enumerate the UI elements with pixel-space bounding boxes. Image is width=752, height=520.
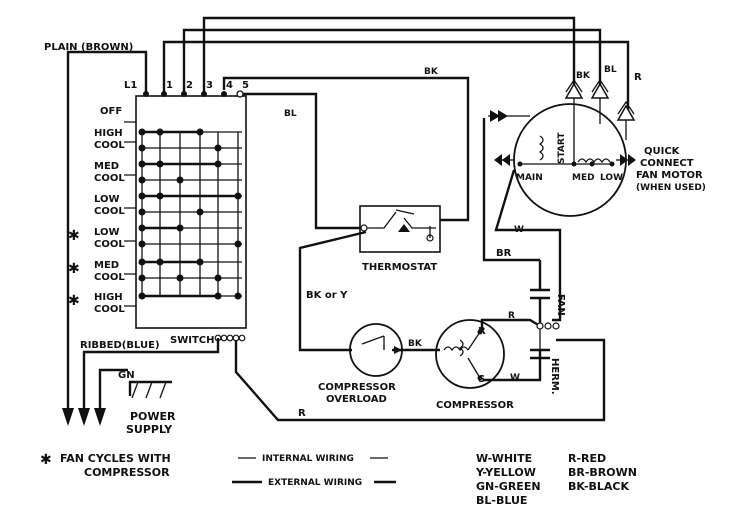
switch-bottom-terminals: [214, 334, 246, 342]
fan-motor: [488, 78, 636, 217]
wire-bk-top-label: BK: [424, 67, 439, 77]
w-fan-wire: [494, 169, 562, 322]
position-high-cool-star-line1: HIGH: [94, 292, 123, 303]
thermostat-label: THERMOSTAT: [362, 262, 437, 273]
position-med-cool-star-line2: COOL: [94, 272, 125, 283]
switch-position-labels: OFF HIGH COOL MED COOL LOW COOL LOW COOL…: [68, 106, 136, 315]
ground-label: GN: [118, 370, 135, 381]
legend-color-black: BK-BLACK: [568, 480, 629, 493]
ground-symbol: [128, 380, 172, 399]
fan-r-label: R: [634, 72, 642, 83]
terminal-3-label: 3: [206, 80, 213, 91]
legend-color-blue: BL-BLUE: [476, 494, 527, 507]
legend-color-green: GN-GREEN: [476, 480, 541, 493]
compressor-overload-label-2: OVERLOAD: [326, 394, 387, 405]
terminal-4-label: 4: [226, 80, 233, 91]
wire-r-cap-label: R: [508, 311, 515, 321]
wire-br-label: BR: [496, 248, 512, 259]
position-off-label: OFF: [100, 106, 122, 117]
switch-label: SWITCH: [170, 335, 214, 346]
legend-color-brown: BR-BROWN: [568, 466, 637, 479]
fan-bk-label: BK: [576, 71, 591, 81]
position-low-cool-line1: LOW: [94, 194, 120, 205]
terminal-1-label: 1: [166, 80, 173, 91]
legend-star-note-1: FAN CYCLES WITH: [60, 452, 171, 465]
wire-r-bottom-label: R: [298, 408, 306, 419]
position-med-cool-line1: MED: [94, 161, 119, 172]
ground-wire: [98, 368, 128, 410]
position-high-cool-star-line2: COOL: [94, 304, 125, 315]
wire-bk-overload-label: BK: [408, 339, 423, 349]
legend-color-yellow: Y-YELLOW: [475, 466, 536, 479]
start-winding-label: START: [557, 132, 567, 164]
main-winding-label: MAIN: [516, 173, 543, 183]
compressor-s-terminal: S: [478, 374, 485, 385]
external-wiring-top: [66, 16, 630, 410]
power-supply-arrows: [62, 408, 106, 426]
legend-color-white: W-WHITE: [476, 452, 532, 465]
fan-bl-label: BL: [604, 65, 617, 75]
low-winding-label: LOW: [600, 173, 623, 183]
position-med-cool-line2: COOL: [94, 173, 125, 184]
compressor-overload: [349, 323, 440, 377]
position-low-cool-line2: COOL: [94, 206, 125, 217]
compressor-label: COMPRESSOR: [436, 400, 514, 411]
bk-y-label: BK or Y: [306, 290, 348, 301]
switch-terminals: [143, 90, 244, 98]
herm-label: HERM.: [549, 358, 560, 395]
selector-switch: [135, 90, 247, 342]
star-marker-med: ✱: [68, 261, 80, 277]
terminal-5-label: 5: [242, 80, 249, 91]
quick-connect-line1: QUICK: [644, 146, 681, 157]
legend-internal-label: INTERNAL WIRING: [262, 454, 354, 464]
compressor-overload-label-1: COMPRESSOR: [318, 382, 396, 393]
position-high-cool-line2: COOL: [94, 140, 125, 151]
legend-external-label: EXTERNAL WIRING: [268, 478, 362, 488]
switch-body: [135, 95, 247, 329]
wire-w-cap-label: W: [510, 373, 520, 383]
legend-star-note-2: COMPRESSOR: [84, 466, 170, 479]
compressor-s-wire: [484, 350, 542, 382]
power-supply-label-2: SUPPLY: [126, 423, 173, 436]
ribbed-blue-wire: [82, 338, 220, 410]
r-return-wire: [234, 338, 606, 422]
position-high-cool-line1: HIGH: [94, 128, 123, 139]
star-marker-low: ✱: [68, 228, 80, 244]
quick-connect-line4: (WHEN USED): [636, 183, 706, 193]
compressor: [435, 319, 505, 389]
ribbed-blue-label: RIBBED(BLUE): [80, 340, 160, 351]
legend-star-icon: ✱: [40, 452, 52, 468]
bk-y-wire: [298, 230, 367, 352]
run-capacitor: [530, 260, 560, 360]
wire-bl-label: BL: [284, 109, 297, 119]
power-supply-label-1: POWER: [130, 410, 176, 423]
star-marker-high: ✱: [68, 293, 80, 309]
med-winding-label: MED: [572, 173, 595, 183]
terminal-2-label: 2: [186, 80, 193, 91]
compressor-r-wire: [480, 318, 541, 330]
position-med-cool-star-line1: MED: [94, 260, 119, 271]
thermostat: [359, 205, 441, 253]
legend: ✱ FAN CYCLES WITH COMPRESSOR INTERNAL WI…: [40, 452, 637, 507]
quick-connect-line3: FAN MOTOR: [636, 170, 703, 181]
position-low-cool-star-line1: LOW: [94, 227, 120, 238]
switch-contacts: [138, 128, 242, 300]
terminal-l1-label: L1: [124, 80, 137, 91]
legend-color-red: R-RED: [568, 452, 606, 465]
plain-brown-label: PLAIN (BROWN): [44, 42, 133, 53]
position-low-cool-star-line2: COOL: [94, 239, 125, 250]
quick-connect-line2: CONNECT: [640, 158, 694, 169]
wire-w-fan-label: W: [514, 225, 524, 235]
compressor-r-terminal: R: [478, 326, 486, 337]
br-wire: [482, 118, 540, 262]
